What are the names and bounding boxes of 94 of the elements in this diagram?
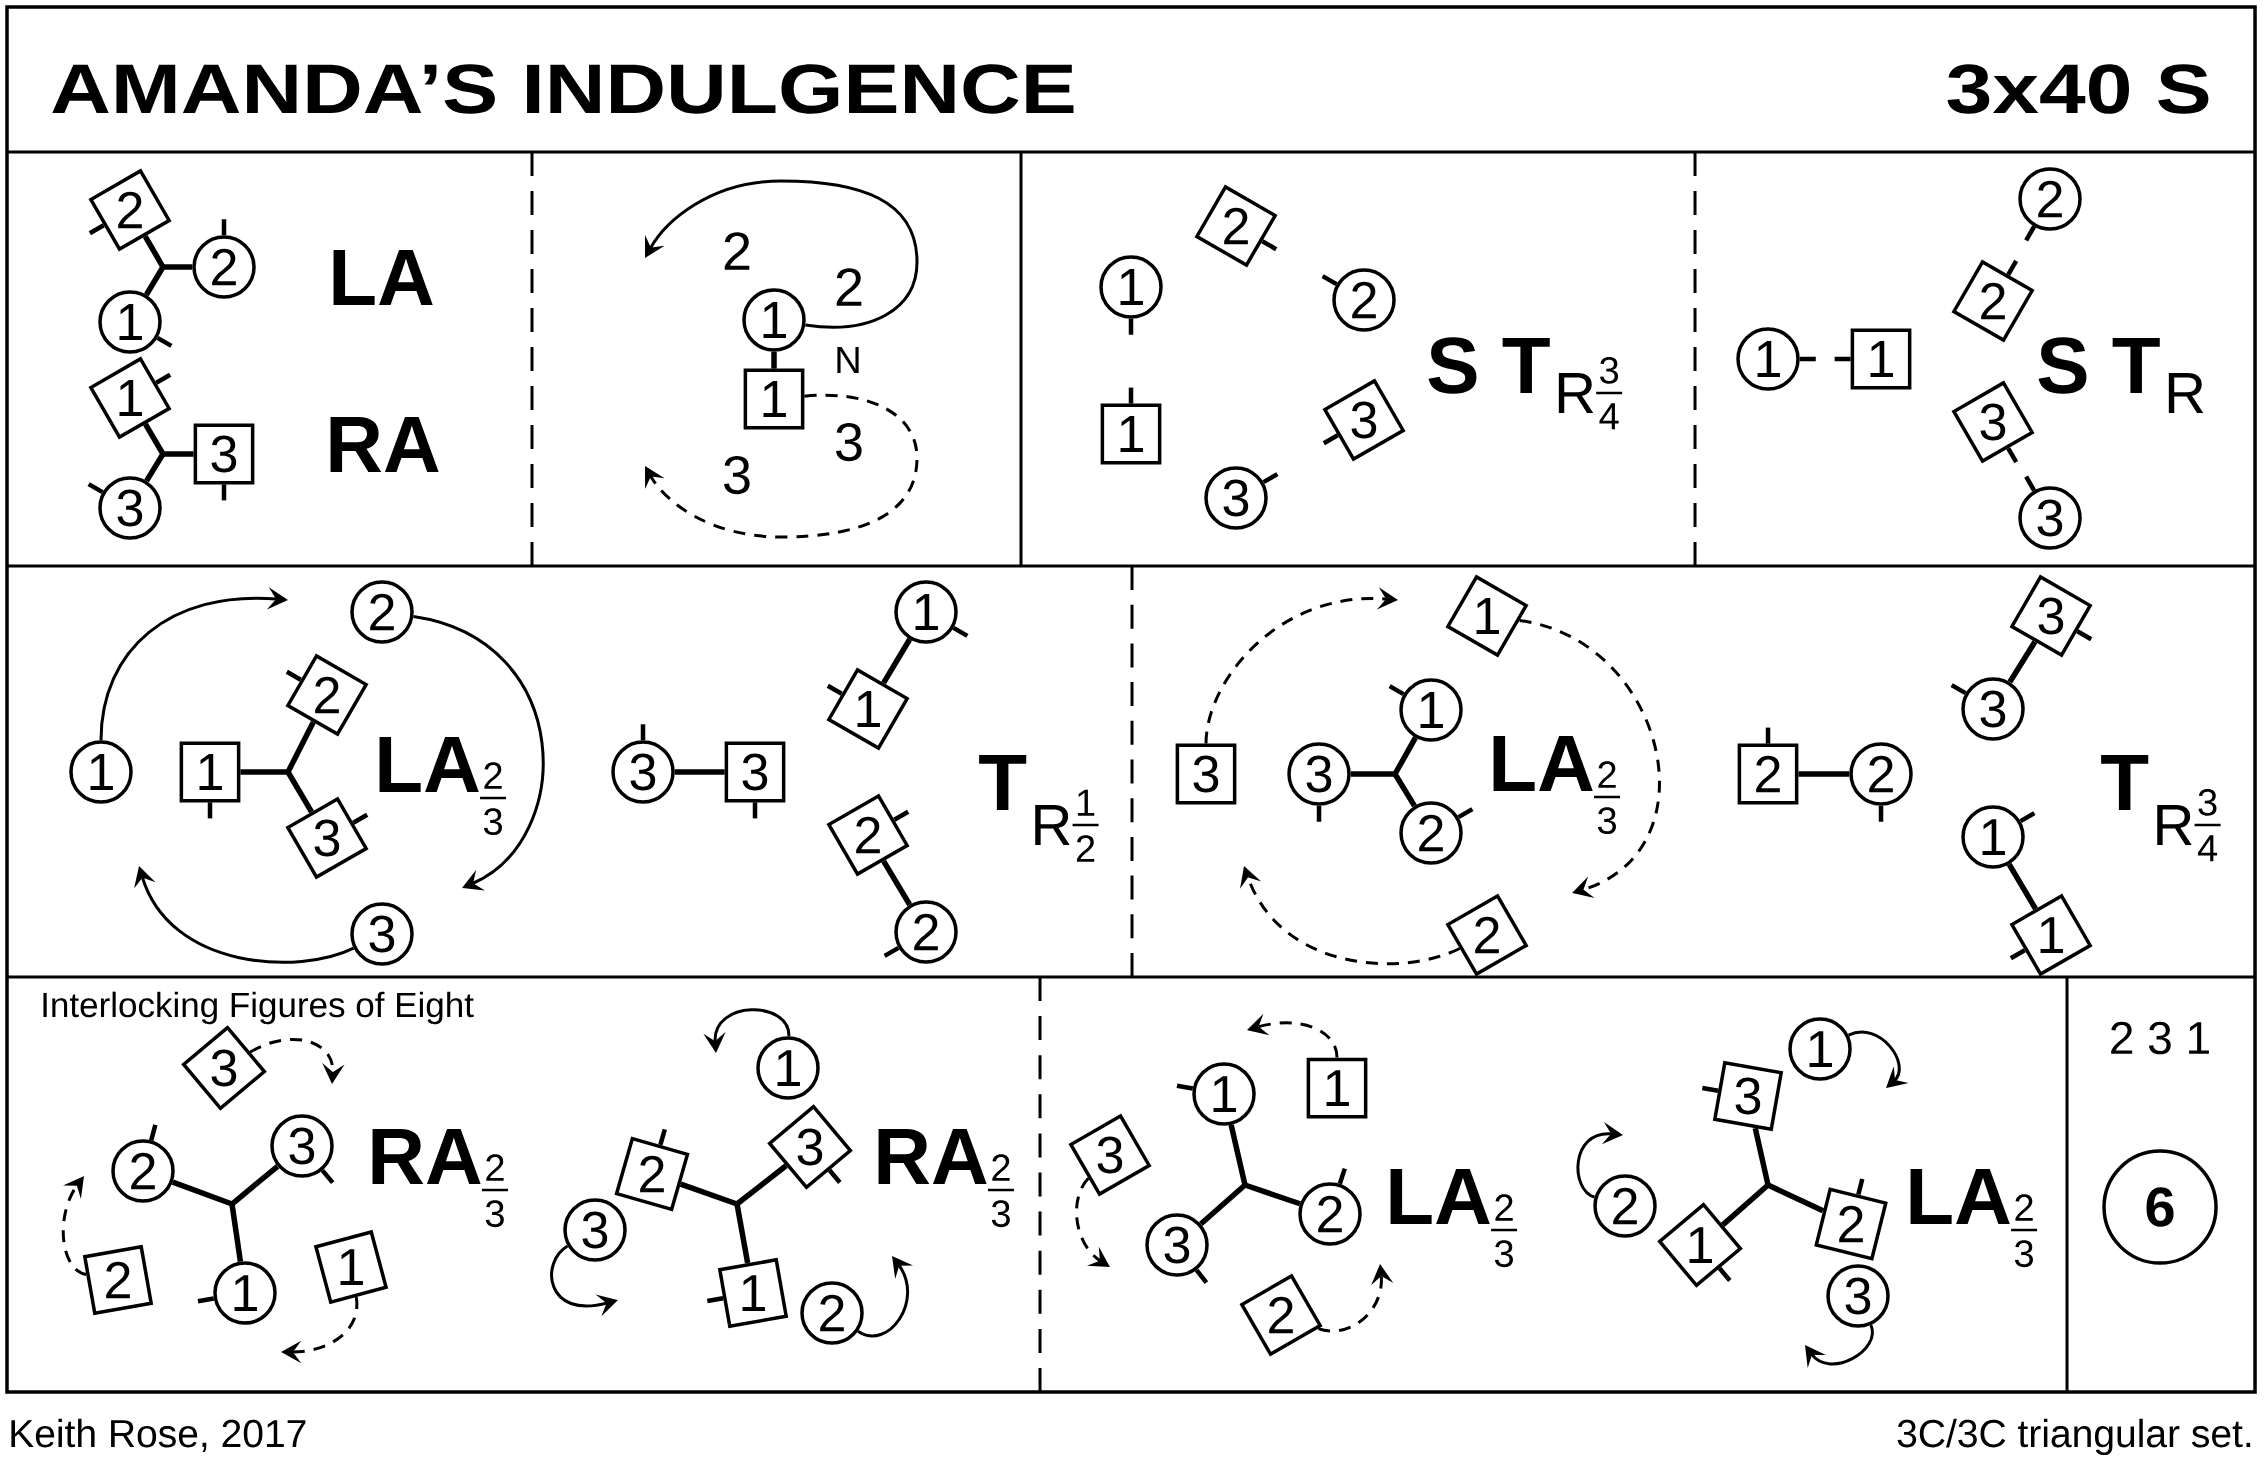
dancer-square: 2 xyxy=(1814,1178,1888,1261)
connector-line xyxy=(143,422,166,456)
connector-line xyxy=(144,452,166,483)
fraction-digit: 3 xyxy=(2198,788,2217,816)
connector-line xyxy=(1350,771,1395,777)
formation-label: T xyxy=(2101,755,2149,810)
connector-line xyxy=(285,770,314,814)
formation-label: LA xyxy=(1910,1169,2010,1224)
bar-count: 2 xyxy=(724,232,750,270)
curved-arrow xyxy=(1848,1030,1909,1088)
fraction-digit: 2 xyxy=(484,762,502,789)
fraction-digit: 2 xyxy=(1495,1194,1513,1221)
connector-line xyxy=(1244,1182,1301,1207)
dancer-square: 1 xyxy=(1100,387,1162,465)
connector-line xyxy=(2007,640,2038,684)
connector-line xyxy=(230,1164,280,1207)
connector-line xyxy=(1228,1124,1248,1186)
figure-name: Interlocking Figures of Eight xyxy=(43,991,474,1025)
title-note: 3x40 S xyxy=(1947,64,2209,114)
connector-line xyxy=(171,1179,233,1207)
dancer-square: 3 xyxy=(724,741,786,819)
formation-label: RA xyxy=(878,1129,987,1184)
subscript-letter: R xyxy=(2168,373,2204,413)
fraction-digit: 3 xyxy=(991,1200,1010,1228)
connector-line xyxy=(142,234,166,269)
subscript-letter: R xyxy=(1035,805,1070,845)
fraction-digit: 2 xyxy=(1076,835,1095,862)
fraction-digit: 3 xyxy=(483,808,502,836)
connector-line xyxy=(163,451,194,457)
fraction-digit: 2 xyxy=(1598,761,1616,788)
formation-label: RA xyxy=(372,1129,481,1184)
dancer-square: 1 xyxy=(179,741,241,819)
connector-line xyxy=(1392,736,1418,776)
order-label: 2 3 1 xyxy=(2111,1021,2209,1055)
curved-arrow xyxy=(413,615,545,891)
dancer-square: 1 xyxy=(743,368,805,430)
connector-line xyxy=(734,1203,751,1264)
footer-text: Keith Rose, 2017 xyxy=(11,1418,306,1452)
formation-label: S T xyxy=(2038,337,2160,394)
dancer-square: 3 xyxy=(1175,743,1237,805)
dancer-square: 1 xyxy=(1657,1202,1743,1288)
formation-label: LA xyxy=(379,737,479,792)
fraction-digit: 4 xyxy=(2197,835,2218,862)
connector-line xyxy=(229,1203,244,1262)
connector-line xyxy=(674,769,725,775)
connector-line xyxy=(285,720,316,774)
dancer-square: 3 xyxy=(767,1104,853,1190)
connector-line xyxy=(771,351,777,369)
connector-line xyxy=(1766,1182,1825,1214)
bar-count: 3 xyxy=(836,422,862,462)
connector-line xyxy=(881,637,913,685)
bar-count: 3 xyxy=(724,455,750,495)
curved-arrow xyxy=(645,393,919,539)
formation-label: T xyxy=(979,755,1027,810)
fraction-digit: 3 xyxy=(1494,1240,1513,1268)
fraction-digit: 2 xyxy=(486,1154,504,1181)
formation-label: S T xyxy=(1428,337,1550,394)
dancer-square: 1 xyxy=(1306,1057,1368,1119)
connector-line xyxy=(240,769,288,775)
formation-label: RA xyxy=(330,416,439,472)
dancer-square: 2 xyxy=(1737,727,1799,805)
connector-line xyxy=(1199,1182,1247,1227)
fraction-digit: 3 xyxy=(485,1200,504,1228)
formation-label: LA xyxy=(333,249,433,305)
dancer-square: 1 xyxy=(1834,328,1912,390)
connector-line xyxy=(1721,1182,1770,1227)
fraction-digit: 2 xyxy=(2015,1194,2033,1221)
fraction-digit: 1 xyxy=(1077,789,1095,816)
connector-line xyxy=(1798,771,1850,777)
fraction-digit: 4 xyxy=(1599,403,1619,430)
side-letter: N xyxy=(837,346,859,374)
bar-count: 2 xyxy=(836,268,862,306)
connector-line xyxy=(163,264,193,270)
subscript-letter: R xyxy=(2157,805,2192,845)
connector-line xyxy=(2006,862,2038,911)
fraction-digit: 3 xyxy=(2014,1240,2033,1268)
formation-label: LA xyxy=(1493,736,1593,791)
footer-text: 3C/3C triangular set. xyxy=(1897,1418,2251,1456)
dancer-square: 3 xyxy=(193,423,255,501)
connector-line xyxy=(144,265,166,297)
connector-line xyxy=(679,1181,738,1207)
curved-arrow xyxy=(1519,618,1661,898)
fraction-digit: 3 xyxy=(1600,356,1619,384)
connector-line xyxy=(1392,772,1417,808)
curved-arrow xyxy=(645,179,919,329)
dancer-square: 2 xyxy=(614,1128,690,1212)
formation-label: LA xyxy=(1390,1169,1490,1224)
connector-line xyxy=(881,859,913,907)
connector-line xyxy=(735,1163,788,1207)
title: AMANDA’S INDULGENCE xyxy=(52,64,1074,114)
fraction-digit: 2 xyxy=(992,1154,1010,1181)
subscript-letter: R xyxy=(1558,373,1594,413)
fraction-digit: 3 xyxy=(1597,807,1616,835)
connector-line xyxy=(1752,1127,1771,1186)
